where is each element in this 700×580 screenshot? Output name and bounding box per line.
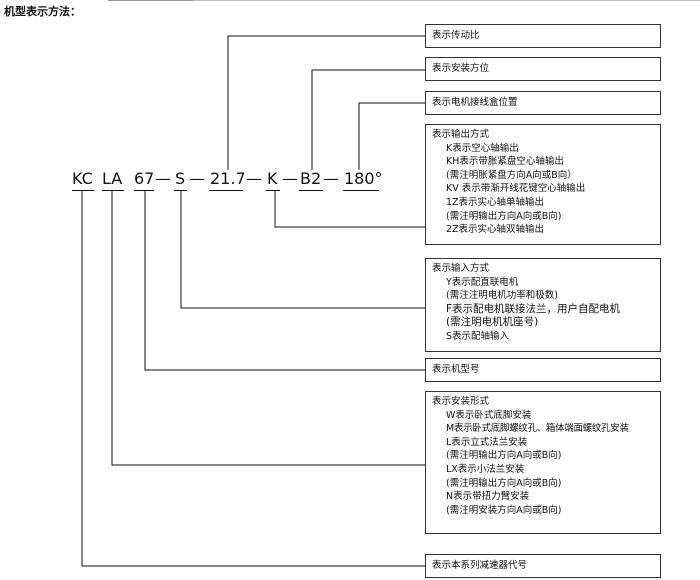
input-line: (需注明电机机座号) — [446, 316, 539, 329]
output-line: (需注明输出方向A向或B向) — [446, 210, 562, 222]
connector-model — [144, 190, 425, 371]
mounting-line: W表示卧式底脚安装 — [446, 409, 532, 421]
mounting-line: (需注明输出方向A向或B向) — [446, 450, 562, 462]
box-mount-position-label: 表示安装方位 — [432, 63, 490, 75]
mounting-line: L表示立式法兰安装 — [446, 436, 528, 448]
code-la: LA — [102, 169, 123, 188]
input-line: Y表示配直联电机 — [446, 276, 519, 288]
box-output-heading: 表示输出方式 — [432, 129, 490, 140]
code-k: K — [267, 169, 278, 188]
box-mounting-heading: 表示安装形式 — [432, 396, 490, 407]
page-title: 机型表示方法： — [4, 5, 81, 18]
connector-ratio — [227, 35, 425, 170]
mounting-line: M表示卧式底脚螺纹孔、箱体端面螺纹孔安装 — [446, 423, 629, 435]
code-s: S — [175, 169, 186, 188]
box-junction-box: 表示电机接线盒位置 — [425, 91, 661, 115]
code-67: 67 — [134, 169, 155, 188]
box-model: 表示机型号 — [425, 358, 661, 382]
mounting-line: N表示带扭力臂安装 — [446, 491, 530, 503]
underline-b2 — [299, 190, 323, 191]
top-divider-right — [193, 0, 700, 1]
underline-67 — [134, 190, 154, 191]
underline-s — [174, 190, 187, 191]
box-series-label: 表示本系列减速器代号 — [432, 560, 528, 572]
underline-kc — [72, 190, 94, 191]
code-dash-5: — — [323, 169, 339, 188]
box-mount-position: 表示安装方位 — [425, 57, 661, 81]
connector-mounting — [111, 190, 425, 466]
output-line: KV 表示带渐开线花键空心轴输出 — [446, 183, 586, 195]
output-line: 1Z表示实心轴单轴输出 — [446, 196, 545, 208]
connector-mount-position — [311, 69, 425, 170]
code-kc: KC — [72, 169, 93, 188]
underline-k — [266, 190, 280, 191]
underline-la — [102, 190, 124, 191]
output-line: KH表示带胀紧盘空心轴输出 — [446, 156, 564, 168]
connector-input — [180, 190, 425, 309]
box-model-label: 表示机型号 — [432, 364, 480, 376]
mounting-line: (需注明安装方向A向或B向) — [446, 504, 562, 516]
code-dash-4: — — [282, 169, 298, 188]
code-dash-3: — — [246, 169, 262, 188]
code-b2: B2 — [300, 169, 322, 188]
code-dash-1: — — [155, 169, 171, 188]
input-line: (需注注明电机功率和极数) — [446, 290, 558, 302]
box-input: 表示输入方式 Y表示配直联电机 (需注注明电机功率和极数) F表示配电机联接法兰… — [425, 258, 661, 352]
box-series: 表示本系列减速器代号 — [425, 554, 661, 578]
underline-180 — [343, 190, 379, 191]
box-mounting: 表示安装形式 W表示卧式底脚安装 M表示卧式底脚螺纹孔、箱体端面螺纹孔安装 L表… — [425, 391, 661, 534]
underline-ratio — [209, 190, 243, 191]
output-line: (需注明胀紧盘方向A向或B向） — [446, 169, 577, 181]
input-line: F表示配电机联接法兰，用户自配电机 — [446, 302, 621, 315]
mounting-line: LX表示小法兰安装 — [446, 463, 525, 475]
box-ratio-label: 表示传动比 — [432, 30, 480, 42]
top-divider-left — [108, 0, 193, 1]
output-line: K表示空心轴输出 — [446, 142, 519, 154]
box-input-heading: 表示输入方式 — [432, 263, 490, 274]
box-ratio: 表示传动比 — [425, 24, 661, 48]
mounting-line: (需注明输出方向A向或B向) — [446, 477, 562, 489]
connector-output — [274, 190, 425, 228]
output-line: 2Z表示实心轴双轴输出 — [446, 224, 545, 236]
code-ratio: 21.7 — [210, 169, 246, 188]
box-junction-box-label: 表示电机接线盒位置 — [432, 97, 518, 109]
connector-junction-box — [358, 102, 425, 170]
code-dash-2: — — [189, 169, 205, 188]
code-180: 180° — [344, 169, 383, 188]
box-output: 表示输出方式 K表示空心轴输出 KH表示带胀紧盘空心轴输出 (需注明胀紧盘方向A… — [425, 124, 661, 245]
connector-series — [81, 190, 425, 567]
input-line: S表示配轴输入 — [446, 330, 510, 342]
